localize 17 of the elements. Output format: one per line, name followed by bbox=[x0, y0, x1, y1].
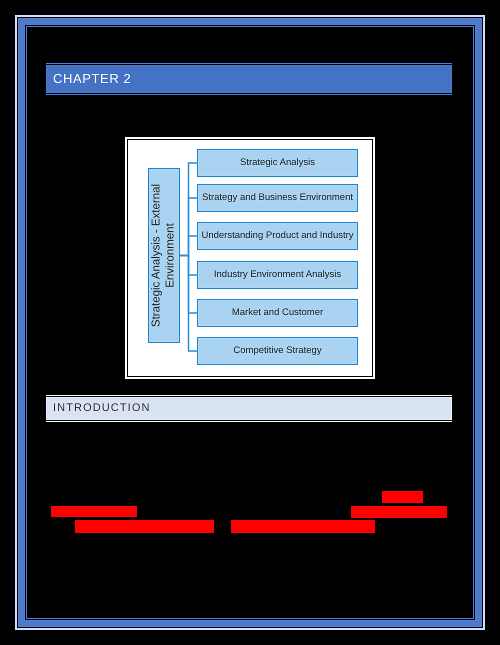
connector-line bbox=[180, 254, 197, 352]
topic-box bbox=[197, 261, 358, 289]
node-text: Market and Customer bbox=[230, 306, 324, 320]
chapter-title: CHAPTER 2 bbox=[53, 70, 132, 88]
node-text: Industry Environment Analysis bbox=[212, 268, 342, 282]
node-text: Understanding Product and Industry bbox=[200, 228, 355, 243]
vertical-title-box bbox=[148, 168, 180, 343]
topic-box bbox=[197, 222, 358, 250]
node-text: Competitive Strategy bbox=[232, 344, 323, 358]
section-title: INTRODUCTION bbox=[53, 401, 151, 416]
topic-box bbox=[197, 299, 358, 327]
node-text: Strategic Analysis bbox=[239, 156, 316, 170]
topic-box bbox=[197, 337, 358, 365]
node-text: Strategic Analysis - External Environment bbox=[149, 182, 176, 329]
node-text: Strategy and Business Environment bbox=[200, 190, 354, 205]
topic-box bbox=[197, 149, 358, 177]
topic-box bbox=[197, 184, 358, 212]
